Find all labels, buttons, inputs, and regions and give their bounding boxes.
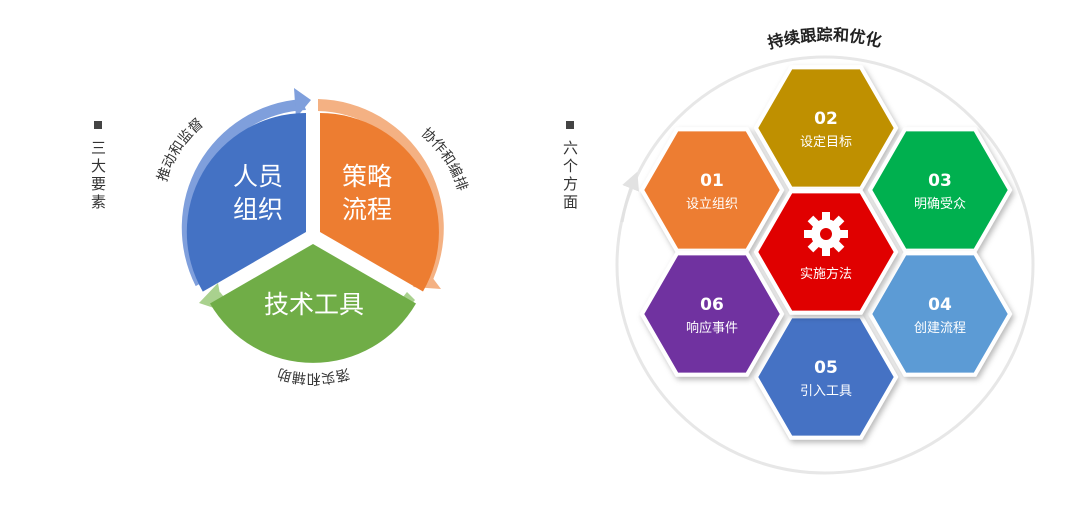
hexagon-04: 04 创建流程 bbox=[867, 251, 1013, 377]
segment-strategy-process-label-1: 策略 bbox=[342, 162, 392, 191]
hexagon-label: 明确受众 bbox=[914, 197, 966, 212]
right-heading: 六个方面 bbox=[561, 140, 579, 212]
segment-strategy-process-label-2: 流程 bbox=[342, 195, 392, 224]
right-panel: 六个方面 持续跟踪和优化 01 设立组织 02 设定目标 03 明确受众 04 创建流程 05 引… bbox=[561, 25, 1035, 475]
hexagon-number: 02 bbox=[814, 109, 838, 129]
segment-tech-tools-label: 技术工具 bbox=[264, 290, 364, 319]
hexagon-06: 06 响应事件 bbox=[639, 251, 785, 377]
left-heading-bullet bbox=[94, 121, 102, 129]
segment-people-org-label-2: 组织 bbox=[233, 195, 283, 224]
hexagon-center: 实施方法 bbox=[753, 189, 899, 315]
hexagon-02: 02 设定目标 bbox=[753, 65, 899, 191]
gear-icon bbox=[804, 212, 848, 256]
hexagon-number: 01 bbox=[700, 171, 724, 191]
hexagon-shape bbox=[753, 314, 899, 440]
left-panel: 三大要素 人员 组织 策略 流程 技术工具 推动和监督 协作和编排 落实和辅助 bbox=[89, 88, 470, 386]
segment-strategy-process bbox=[320, 113, 439, 292]
right-heading-bullet bbox=[566, 121, 574, 129]
ring-arrow bbox=[620, 171, 639, 223]
hexagon-shape bbox=[639, 251, 785, 377]
arrow-band-blue bbox=[181, 99, 306, 287]
hexagon-05: 05 引入工具 bbox=[753, 314, 899, 440]
hexagon-number: 04 bbox=[928, 295, 952, 315]
segment-people-org bbox=[186, 112, 306, 292]
hexagon-label: 设定目标 bbox=[800, 135, 852, 150]
hexagon-shape bbox=[753, 65, 899, 191]
hexagon-label: 设立组织 bbox=[686, 197, 738, 212]
hexagon-center-label: 实施方法 bbox=[800, 266, 852, 282]
hexagon-shape bbox=[867, 127, 1013, 253]
hexagon-shape bbox=[639, 127, 785, 253]
segment-people-org-label-1: 人员 bbox=[233, 162, 283, 191]
hexagon-01: 01 设立组织 bbox=[639, 127, 785, 253]
hexagon-number: 03 bbox=[928, 171, 952, 191]
arrow-band-orange bbox=[318, 99, 444, 286]
hexagon-number: 06 bbox=[700, 295, 724, 315]
arrow-band-blue-head bbox=[294, 88, 311, 118]
ring-label: 持续跟踪和优化 bbox=[766, 25, 884, 52]
left-heading: 三大要素 bbox=[89, 140, 107, 212]
arc-label-implement-assist: 落实和辅助 bbox=[276, 365, 351, 386]
outer-ring bbox=[615, 55, 1035, 475]
hexagon-number: 05 bbox=[814, 358, 838, 378]
hexagon-label: 响应事件 bbox=[686, 320, 738, 336]
hexagon-label: 创建流程 bbox=[914, 321, 966, 336]
hexagon-label: 引入工具 bbox=[800, 384, 852, 399]
hexagon-03: 03 明确受众 bbox=[867, 127, 1013, 253]
segment-tech-tools bbox=[210, 244, 416, 363]
hexagon-shape bbox=[867, 251, 1013, 377]
